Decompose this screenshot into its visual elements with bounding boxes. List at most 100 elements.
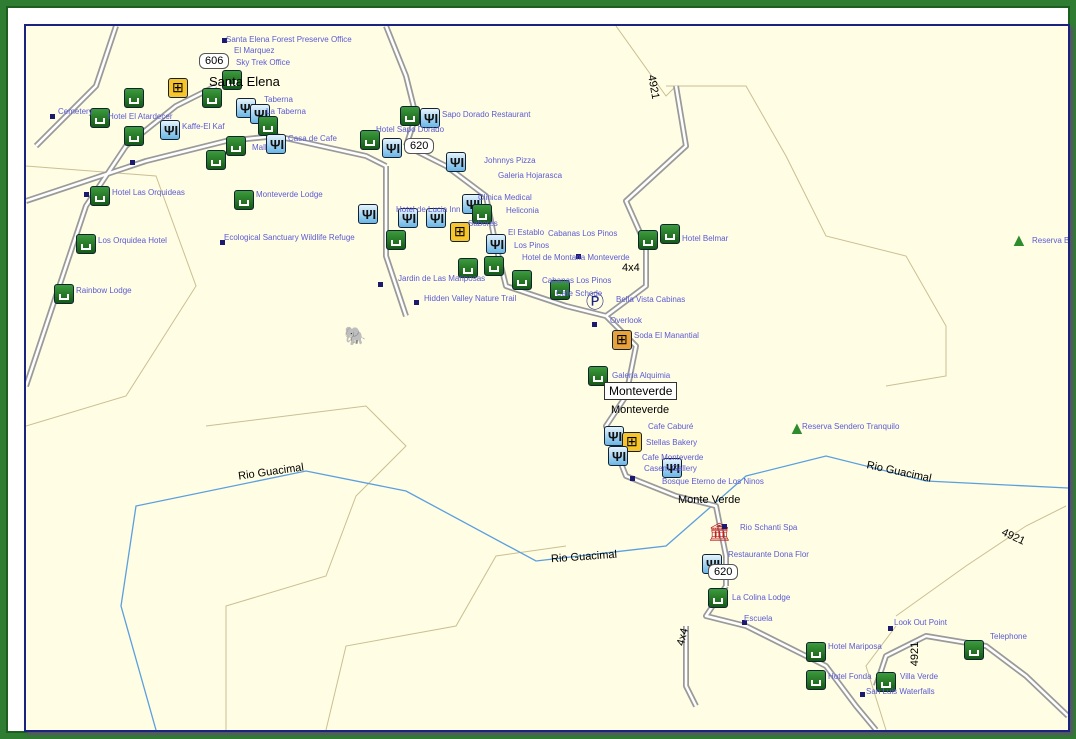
- poi-label[interactable]: Stellas Bakery: [646, 438, 698, 447]
- poi-label[interactable]: Cafe Monteverde: [642, 453, 704, 462]
- lodging-icon[interactable]: [258, 116, 278, 136]
- town-callout-monteverde[interactable]: Monteverde: [604, 382, 678, 400]
- poi-label[interactable]: Sky Trek Office: [236, 58, 291, 67]
- town-label-santa-elena[interactable]: Santa Elena: [209, 74, 280, 89]
- poi-label[interactable]: Hotel Fonda: [828, 672, 872, 681]
- lodging-icon[interactable]: [54, 284, 74, 304]
- poi-label[interactable]: Rio Schanti Spa: [740, 523, 798, 532]
- restaurant-icon[interactable]: [266, 134, 286, 154]
- lodging-icon[interactable]: [76, 234, 96, 254]
- lodging-icon[interactable]: [360, 130, 380, 150]
- restaurant-icon[interactable]: [446, 152, 466, 172]
- poi-label[interactable]: Clinica Medical: [478, 193, 532, 202]
- lodging-icon[interactable]: [806, 642, 826, 662]
- restaurant-icon[interactable]: [160, 120, 180, 140]
- restaurant-icon[interactable]: [604, 426, 624, 446]
- lodging-icon[interactable]: [234, 190, 254, 210]
- lodging-icon[interactable]: [964, 640, 984, 660]
- lodging-icon[interactable]: [400, 106, 420, 126]
- park-tree-icon[interactable]: ▲: [1010, 230, 1028, 250]
- park-tree-icon[interactable]: ▲: [788, 418, 806, 438]
- poi-label[interactable]: La Colina Lodge: [732, 593, 791, 602]
- poi-label[interactable]: Hidden Valley Nature Trail: [424, 294, 517, 303]
- poi-label[interactable]: Casem Gallery: [644, 464, 697, 473]
- lodging-icon[interactable]: [512, 270, 532, 290]
- poi-label[interactable]: Galeria Hojarasca: [498, 171, 563, 180]
- poi-label[interactable]: Hotel Belmar: [682, 234, 729, 243]
- lodging-icon[interactable]: [708, 588, 728, 608]
- poi-label[interactable]: Hotel de Lucia Inn: [396, 205, 461, 214]
- lodging-icon[interactable]: [386, 230, 406, 250]
- poi-label[interactable]: Cafe Schode: [556, 289, 603, 298]
- poi-label[interactable]: Cabanas Los Pinos: [542, 276, 612, 285]
- poi-label[interactable]: Reserva B: [1032, 236, 1070, 245]
- poi-label[interactable]: Sapo Dorado Restaurant: [442, 110, 531, 119]
- lodging-icon[interactable]: [90, 186, 110, 206]
- lodging-icon[interactable]: [876, 672, 896, 692]
- restaurant-icon[interactable]: [382, 138, 402, 158]
- shopping-icon[interactable]: [450, 222, 470, 242]
- poi-label[interactable]: Bella Vista Cabinas: [616, 295, 686, 304]
- poi-label[interactable]: Telephone: [990, 632, 1027, 641]
- museum-icon[interactable]: 🏛: [708, 522, 731, 542]
- restaurant-icon[interactable]: [358, 204, 378, 224]
- lodging-icon[interactable]: [472, 204, 492, 224]
- poi-label[interactable]: Taberna: [264, 95, 293, 104]
- poi-label[interactable]: Santa Elena Forest Preserve Office: [226, 35, 352, 44]
- lodging-icon[interactable]: [588, 366, 608, 386]
- beer-icon[interactable]: [612, 330, 632, 350]
- poi-label[interactable]: Restaurante Dona Flor: [728, 550, 809, 559]
- poi-label[interactable]: Kaffe-El Kaf: [182, 122, 225, 131]
- lodging-icon[interactable]: [222, 70, 242, 90]
- poi-label[interactable]: Look Out Point: [894, 618, 947, 627]
- lodging-icon[interactable]: [638, 230, 658, 250]
- restaurant-icon[interactable]: [662, 458, 682, 478]
- poi-label[interactable]: Bosque Eterno de Los Ninos: [662, 477, 764, 486]
- parking-icon[interactable]: Ⓟ: [586, 292, 604, 312]
- map-canvas[interactable]: 4921 4921 4921 4x4 4x4 Rio Guacimal Rio …: [24, 24, 1070, 732]
- poi-label[interactable]: Cafe Caburé: [648, 422, 694, 431]
- poi-label[interactable]: Escuela: [744, 614, 773, 623]
- restaurant-icon[interactable]: [426, 208, 446, 228]
- restaurant-icon[interactable]: [486, 234, 506, 254]
- poi-label[interactable]: El Establo: [508, 228, 545, 237]
- poi-label[interactable]: Rainbow Lodge: [76, 286, 132, 295]
- lodging-icon[interactable]: [458, 258, 478, 278]
- lodging-icon[interactable]: [202, 88, 222, 108]
- shopping-icon[interactable]: [168, 78, 188, 98]
- poi-label[interactable]: Hotel Sapo Dorado: [376, 125, 445, 134]
- lodging-icon[interactable]: [550, 280, 570, 300]
- poi-label[interactable]: El Marquez: [234, 46, 275, 55]
- town-label-monte-verde[interactable]: Monte Verde: [678, 494, 741, 506]
- restaurant-icon[interactable]: [420, 108, 440, 128]
- lodging-icon[interactable]: [124, 88, 144, 108]
- poi-label[interactable]: Heliconia: [506, 206, 539, 215]
- poi-label[interactable]: Hotel El Atardecer: [108, 112, 173, 121]
- lodging-icon[interactable]: [90, 108, 110, 128]
- restaurant-icon[interactable]: [398, 208, 418, 228]
- lodging-icon[interactable]: [206, 150, 226, 170]
- poi-label[interactable]: Johnnys Pizza: [484, 156, 536, 165]
- poi-label[interactable]: Overlook: [610, 316, 643, 325]
- poi-label[interactable]: Cemetery: [58, 107, 93, 116]
- poi-label[interactable]: Sabores: [468, 219, 498, 228]
- poi-label[interactable]: La Taberna: [266, 107, 306, 116]
- poi-label[interactable]: San Luis Waterfalls: [866, 687, 935, 696]
- poi-label[interactable]: Hotel de Montana Monteverde: [522, 253, 630, 262]
- lodging-icon[interactable]: [484, 256, 504, 276]
- lodging-icon[interactable]: [124, 126, 144, 146]
- poi-label[interactable]: Hotel Mariposa: [828, 642, 882, 651]
- town-label-monteverde[interactable]: Monteverde: [611, 404, 670, 416]
- poi-label[interactable]: Los Pinos: [514, 241, 550, 250]
- zoo-elephant-icon[interactable]: 🐘: [344, 326, 367, 346]
- poi-label[interactable]: Galeria Alquimia: [612, 371, 671, 380]
- restaurant-icon[interactable]: [608, 446, 628, 466]
- poi-label[interactable]: Monteverde Lodge: [256, 190, 323, 199]
- poi-label[interactable]: Hotel Las Orquideas: [112, 188, 185, 197]
- lodging-icon[interactable]: [660, 224, 680, 244]
- poi-label[interactable]: Casa de Cafe: [288, 134, 337, 143]
- poi-label[interactable]: Soda El Manantial: [634, 331, 699, 340]
- poi-label[interactable]: Cabanas Los Pinos: [548, 229, 618, 238]
- poi-label[interactable]: Jardin de Las Mariposas: [398, 274, 486, 283]
- lodging-icon[interactable]: [806, 670, 826, 690]
